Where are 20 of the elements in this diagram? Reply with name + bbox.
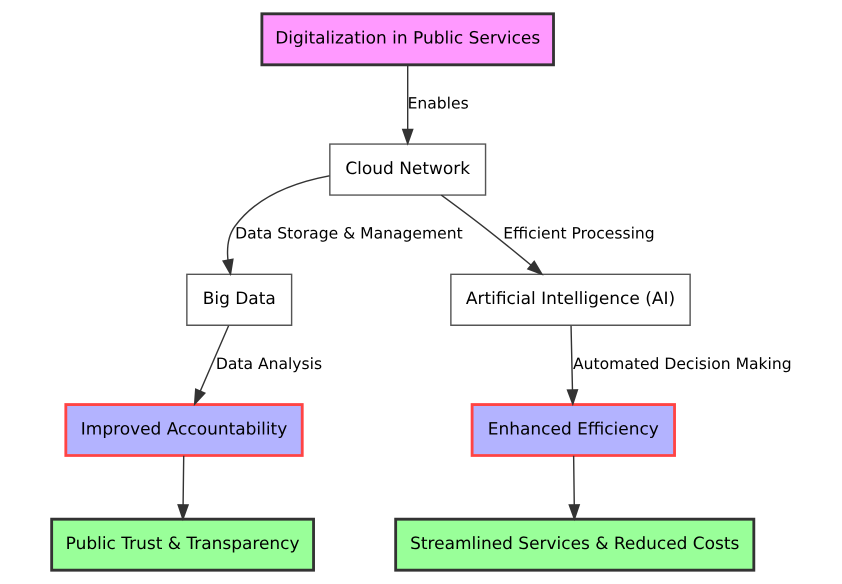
arrow [193, 325, 229, 406]
arrow [222, 175, 330, 276]
arrow [176, 456, 189, 522]
node-box: Streamlined Services & Reduced Costs [394, 518, 755, 572]
edge-label: Automated Decision Making [572, 354, 792, 373]
edge-label: Efficient Processing [502, 224, 654, 243]
node-box: Digitalization in Public Services [260, 12, 554, 66]
arrow [440, 194, 544, 276]
node-box: Artificial Intelligence (AI) [450, 274, 690, 326]
arrow [568, 456, 580, 522]
edge-label: Data Storage & Management [234, 224, 462, 243]
edge-label: Data Analysis [215, 354, 322, 373]
arrow [401, 65, 414, 146]
node-box: Improved Accountability [64, 403, 304, 457]
node-box: Cloud Network [328, 143, 486, 196]
node-box: Public Trust & Transparency [50, 518, 314, 572]
edge-label: Enables [407, 94, 468, 112]
node-box: Big Data [186, 274, 292, 326]
node-box: Enhanced Efficiency [470, 403, 676, 457]
arrow [566, 326, 578, 406]
